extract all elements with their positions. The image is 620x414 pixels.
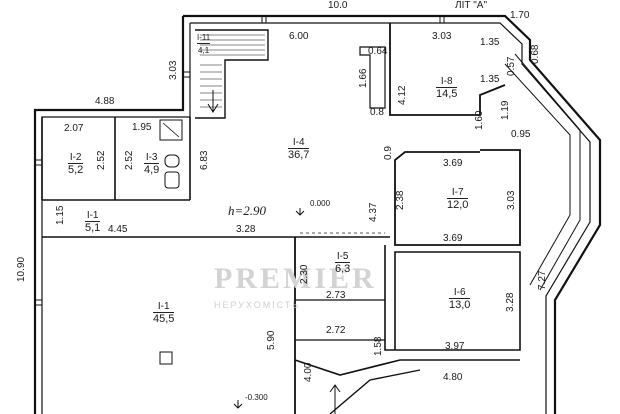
dim-1-60: 1.60 — [474, 110, 485, 130]
dim-1-70: 1.70 — [510, 10, 530, 21]
dim-2-52-b: 2.52 — [124, 150, 135, 170]
dim-3-03-top: 3.03 — [432, 31, 452, 42]
dim-4-88: 4.88 — [95, 96, 115, 107]
dim-top-total: 10.0 — [328, 0, 348, 11]
dim-4-37: 4.37 — [368, 202, 379, 222]
dim-4-45: 4.45 — [108, 224, 128, 235]
ceiling-height: h=2.90 — [228, 203, 267, 218]
watermark-subtitle: НЕРУХОМІСТЬ — [214, 300, 301, 310]
watermark-brand: PREMIER — [214, 262, 377, 295]
dim-1-95: 1.95 — [132, 122, 152, 133]
dim-2-30: 2.30 — [299, 264, 310, 284]
dim-2-73: 2.73 — [326, 290, 346, 301]
dim-3-03-right: 3.03 — [506, 190, 517, 210]
dim-0-64: 0.64 — [368, 46, 388, 57]
dim-2-72: 2.72 — [326, 325, 346, 336]
dim-4-80: 4.80 — [443, 372, 463, 383]
dim-0-8: 0.8 — [370, 107, 384, 118]
dim-1-15: 1.15 — [55, 205, 66, 225]
dim-3-97: 3.97 — [445, 341, 465, 352]
outer-wall-inner — [190, 22, 591, 414]
dim-0-68: 0.68 — [530, 44, 541, 64]
dim-2-38: 2.38 — [395, 190, 406, 210]
dim-6-00: 6.00 — [289, 31, 309, 42]
dim-4-12: 4.12 — [397, 85, 408, 105]
dim-1-35-b: 1.35 — [480, 74, 500, 85]
dim-3-03-left: 3.03 — [168, 60, 179, 80]
dim-3-69-b: 3.69 — [443, 233, 463, 244]
outer-wall-left — [33, 16, 185, 414]
dim-1-66: 1.66 — [358, 68, 369, 88]
dim-10-90: 10.90 — [16, 256, 27, 282]
dim-1-58: 1.58 — [373, 336, 384, 356]
dim-1-19: 1.19 — [500, 100, 511, 120]
dim-0-95: 0.95 — [511, 129, 531, 140]
dim-2-52-a: 2.52 — [96, 150, 107, 170]
level-minus: -0.300 — [245, 393, 268, 402]
dim-3-28-right: 3.28 — [505, 292, 516, 312]
level-zero: 0.000 — [310, 199, 331, 208]
dim-6-83: 6.83 — [199, 150, 210, 170]
dim-5-90: 5.90 — [266, 330, 277, 350]
dim-1-35-a: 1.35 — [480, 37, 500, 48]
dim-0-9: 0.9 — [383, 146, 394, 160]
dim-4-00: 4.00 — [303, 362, 314, 382]
outer-wall-left-inner — [41, 23, 191, 414]
dim-7-27: 7.27 — [537, 270, 548, 290]
dim-3-69-a: 3.69 — [443, 158, 463, 169]
dim-3-28-mid: 3.28 — [236, 224, 256, 235]
outer-wall — [183, 14, 602, 414]
lit-label: ЛІТ "А" — [455, 0, 487, 11]
dim-0-57: 0.57 — [506, 56, 517, 76]
dim-2-07: 2.07 — [64, 123, 84, 134]
